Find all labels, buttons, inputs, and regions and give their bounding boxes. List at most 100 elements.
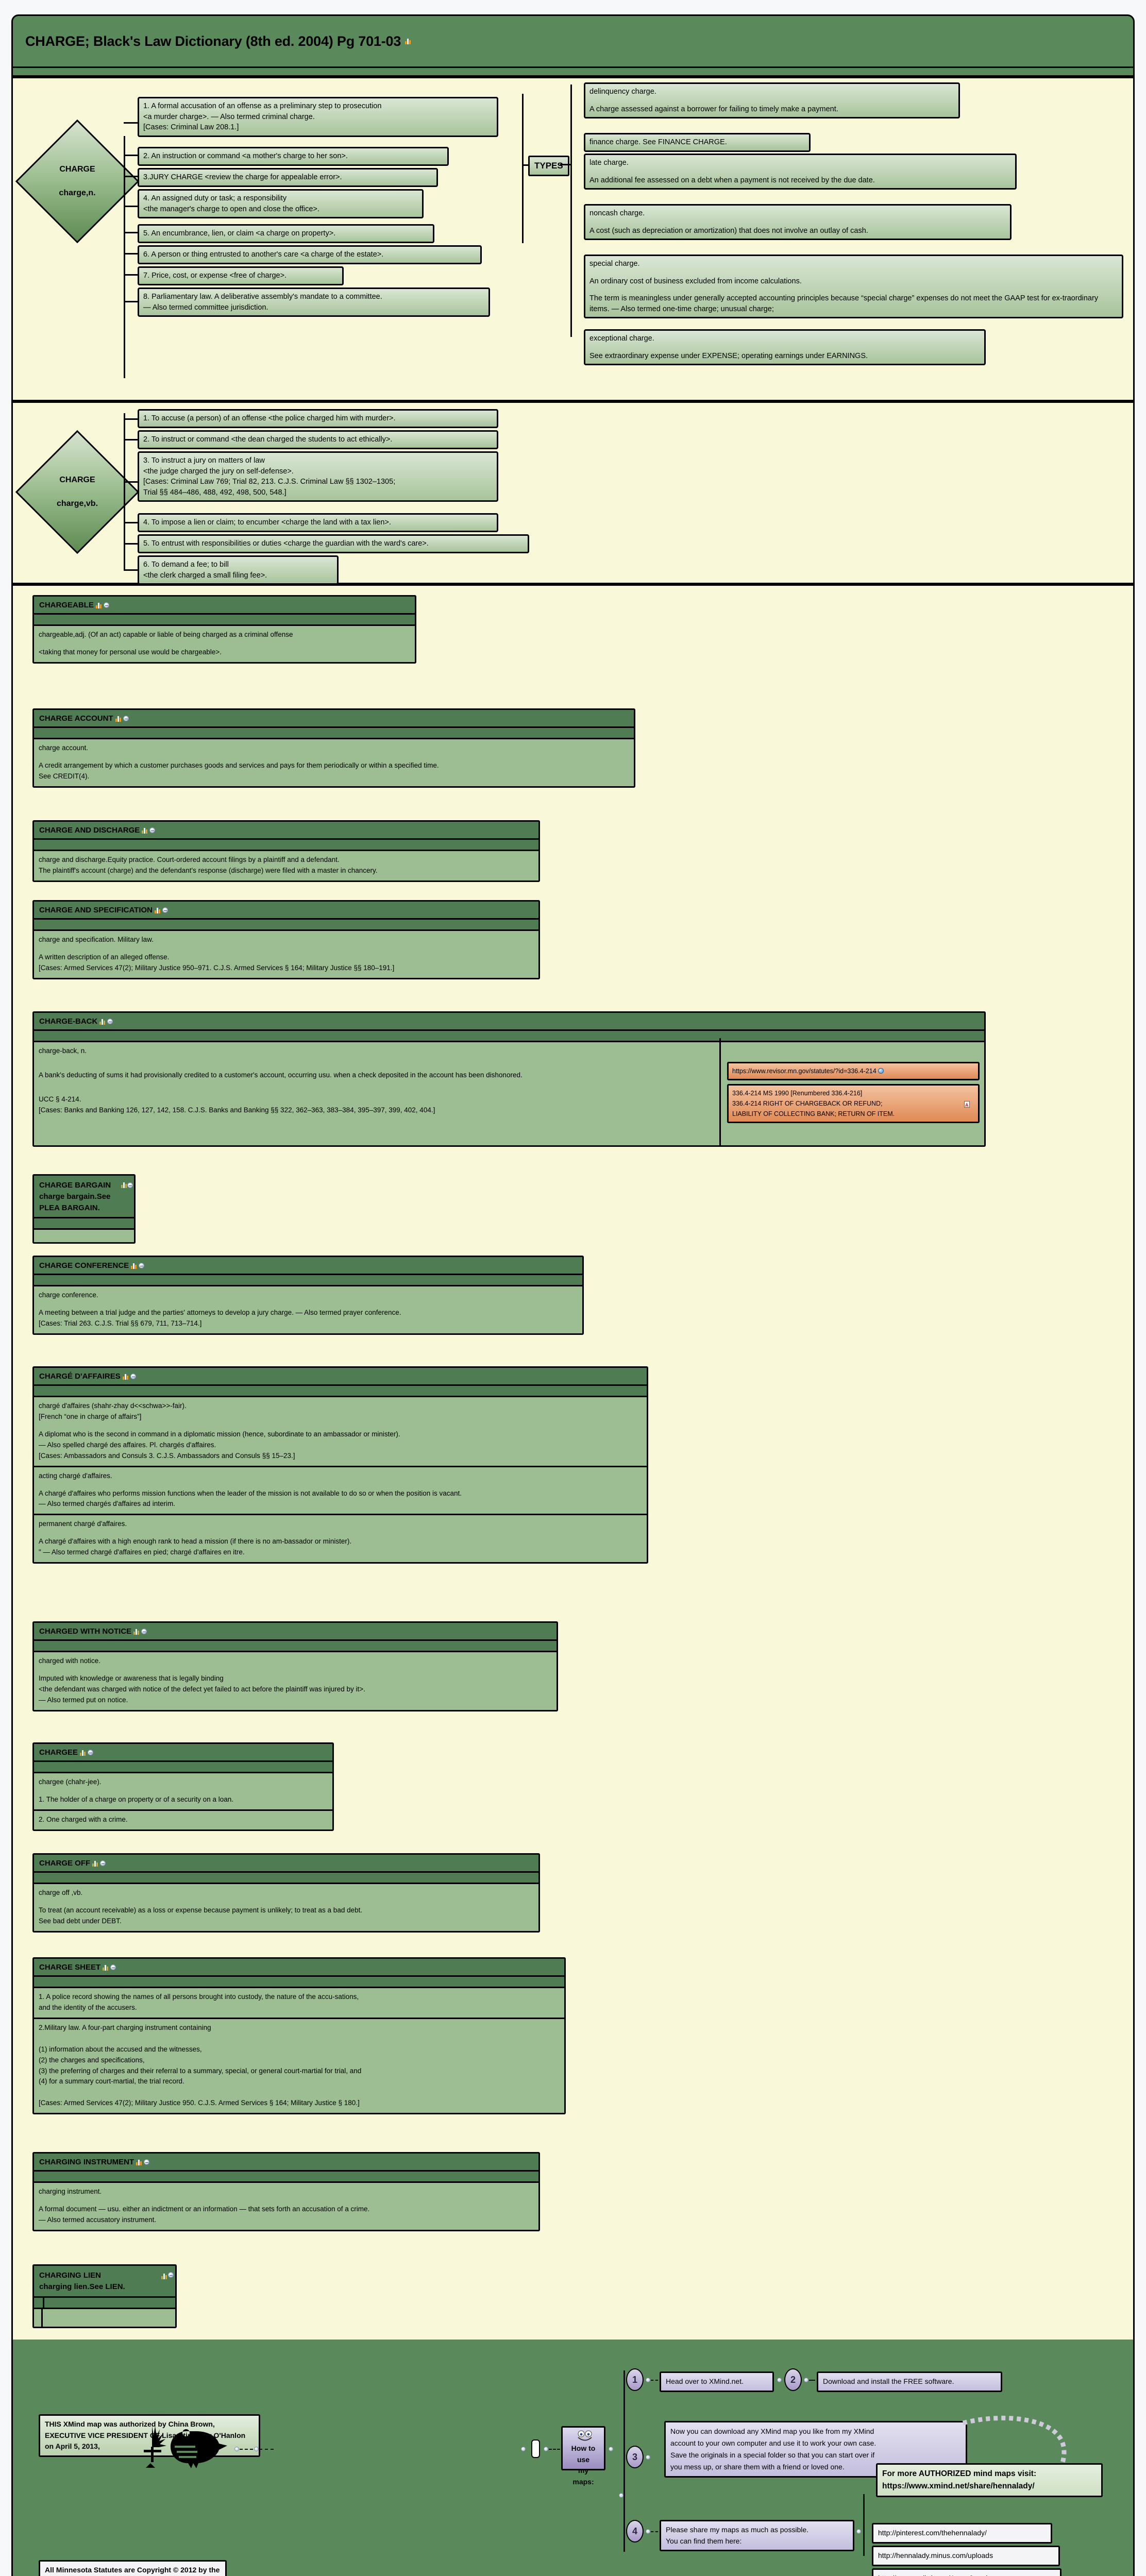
collapse-icon[interactable] [144,2159,150,2165]
connector [522,164,529,166]
card-charge-back[interactable]: CHARGE-BACK charge-back, n. A bank's ded… [32,1011,986,1147]
card-heading-text: CHARGEE [39,1748,78,1757]
card-charge-and-discharge[interactable]: CHARGE AND DISCHARGE charge and discharg… [32,820,540,882]
statute-url-link[interactable]: https://www.revisor.mn.gov/statutes/?id=… [727,1062,980,1080]
definition-3[interactable]: 3.JURY CHARGE <review the charge for app… [138,168,438,187]
card-heading: CHARGE AND DISCHARGE [34,822,538,840]
chart-icon [161,2273,167,2279]
diamond-shape [15,119,140,244]
collapse-icon[interactable] [139,1263,145,1268]
card-charging-instrument[interactable]: CHARGING INSTRUMENT charging instrument.… [32,2152,540,2231]
link-pinterest[interactable]: http://pinterest.com/thehennalady/ [872,2523,1052,2544]
verb-definition-4[interactable]: 4. To impose a lien or claim; to encumbe… [138,513,498,532]
card-charge-off[interactable]: CHARGE OFF charge off ,vb.To treat (an a… [32,1853,540,1933]
verb-definition-2[interactable]: 2. To instruct or command <the dean char… [138,430,498,449]
link-scribd[interactable]: http://www.scribd.com/AngryJeweler [872,2568,1061,2576]
collapse-icon[interactable] [130,1374,136,1379]
collapse-icon[interactable] [107,1019,113,1024]
card-charge-sheet[interactable]: CHARGE SHEET 1. A police record showing … [32,1957,566,2115]
verb-definition-6[interactable]: 6. To demand a fee; to bill <the clerk c… [138,555,339,585]
how-to-use-label[interactable]: How to use my maps: [561,2426,605,2486]
definition-1[interactable]: 1. A formal accusation of an offense as … [138,97,498,137]
card-spacer [34,1275,582,1286]
collapse-icon[interactable] [110,1964,116,1970]
card-heading: CHARGEE [34,1744,332,1762]
card-chargeable[interactable]: CHARGEABLE chargeable,adj. (Of an act) c… [32,595,416,664]
card-charge-daffaires[interactable]: CHARGÉ D'AFFAIRES chargé d'affaires (sha… [32,1366,648,1564]
card-body: chargé d'affaires (shahr-zhay d<<schwa>>… [34,1397,647,1466]
collapse-icon[interactable] [168,2272,174,2278]
collapse-icon[interactable] [123,716,129,721]
collapse-icon[interactable] [103,602,109,608]
collapse-icon[interactable] [127,1182,133,1188]
step-2-text[interactable]: Download and install the FREE software. [817,2371,1002,2392]
card-body [34,1230,134,1243]
connector-dot [619,2493,623,2498]
page-title-text: CHARGE; Black's Law Dictionary (8th ed. … [25,33,401,49]
card-charge-bargain[interactable]: CHARGE BARGAIN charge bargain.See PLEA B… [32,1174,136,1244]
card-heading-text: CHARGING INSTRUMENT [39,2158,134,2166]
card-body: charge and specification. Military law.A… [34,931,538,978]
card-body: charge off ,vb.To treat (an account rece… [34,1884,538,1931]
type-finance-charge[interactable]: finance charge. See FINANCE CHARGE. [584,133,811,152]
card-heading: CHARGÉ D'AFFAIRES [34,1368,647,1386]
connector-dot [804,2378,808,2382]
title-divider [13,66,1133,77]
verb-definition-1[interactable]: 1. To accuse (a person) of an offense <t… [138,409,498,428]
connector-dash [259,2449,274,2450]
connector [124,155,138,156]
type-late-charge[interactable]: late charge.An additional fee assessed o… [584,154,1017,190]
card-charge-account[interactable]: CHARGE ACCOUNT charge account.A credit a… [32,708,635,788]
card-charging-lien[interactable]: CHARGING LIEN charging lien.See LIEN. [32,2264,177,2328]
type-noncash-charge[interactable]: noncash charge.A cost (such as depreciat… [584,204,1012,241]
connector [124,569,138,571]
authorized-maps-note[interactable]: For more AUTHORIZED mind maps visit: htt… [876,2463,1103,2498]
definition-8[interactable]: 8. Parliamentary law. A deliberative ass… [138,287,490,317]
definition-4[interactable]: 4. An assigned duty or task; a responsib… [138,189,424,219]
card-body: charging instrument.A formal document — … [34,2183,538,2230]
card-heading: CHARGE BARGAIN charge bargain.See PLEA B… [34,1176,134,1219]
collapse-icon[interactable] [141,1629,147,1634]
type-exceptional-charge[interactable]: exceptional charge.See extraordinary exp… [584,329,986,366]
links-spine [863,2494,865,2556]
card-heading-text: CHARGE-BACK [39,1017,98,1026]
definition-6[interactable]: 6. A person or thing entrusted to anothe… [138,245,482,264]
collapse-icon[interactable] [162,907,168,913]
card-divider [719,1038,721,1145]
collapse-icon[interactable] [100,1860,106,1866]
card-heading: CHARGED WITH NOTICE [34,1623,557,1641]
pdf-icon[interactable] [964,1101,970,1109]
card-heading-text: CHARGE ACCOUNT [39,714,113,723]
card-heading: CHARGE OFF [34,1855,538,1873]
card-charge-and-specification[interactable]: CHARGE AND SPECIFICATION charge and spec… [32,900,540,979]
smiley-icon [578,2430,592,2441]
charge-verb-node[interactable]: CHARGE charge,vb. [15,430,140,554]
verb-definition-5[interactable]: 5. To entrust with responsibilities or d… [138,534,529,553]
step-4-text[interactable]: Please share my maps as much as possible… [660,2520,854,2552]
charge-noun-node[interactable]: CHARGE charge,n. [15,119,140,244]
card-charged-with-notice[interactable]: CHARGED WITH NOTICE charged with notice.… [32,1621,558,1711]
connector [124,206,138,207]
definition-7[interactable]: 7. Price, cost, or expense <free of char… [138,266,344,285]
collapse-icon[interactable] [149,827,156,833]
type-special-charge[interactable]: special charge.An ordinary cost of busin… [584,255,1123,319]
definition-5[interactable]: 5. An encumbrance, lien, or claim <a cha… [138,224,434,243]
link-minus[interactable]: http://hennalady.minus.com/uploads [872,2546,1060,2566]
card-chargee[interactable]: CHARGEE chargee (chahr-jee).1. The holde… [32,1742,334,1831]
card-heading-subtext: charge bargain.See PLEA BARGAIN. [39,1192,111,1212]
diamond-shape [15,430,140,554]
branch-trunk [124,136,125,378]
definition-2[interactable]: 2. An instruction or command <a mother's… [138,147,449,166]
verb-definition-3[interactable]: 3. To instruct a jury on matters of law … [138,451,498,502]
step-1-text[interactable]: Head over to XMind.net. [660,2371,774,2392]
card-body: charge and discharge.Equity practice. Co… [34,851,538,880]
step-3-bullet: 3 [626,2446,644,2468]
chart-icon [155,907,161,913]
chart-icon [136,2159,142,2165]
collapse-icon[interactable] [88,1750,94,1755]
card-charge-conference[interactable]: CHARGE CONFERENCE charge conference.A me… [32,1256,584,1335]
statute-citation-link[interactable]: 336.4-214 MS 1990 [Renumbered 336.4-216]… [727,1084,980,1123]
type-delinquency-charge[interactable]: delinquency charge.A charge assessed aga… [584,82,960,119]
footer: THIS XMind map was authorized by China B… [13,2340,1133,2576]
types-label[interactable]: TYPES [528,156,569,176]
